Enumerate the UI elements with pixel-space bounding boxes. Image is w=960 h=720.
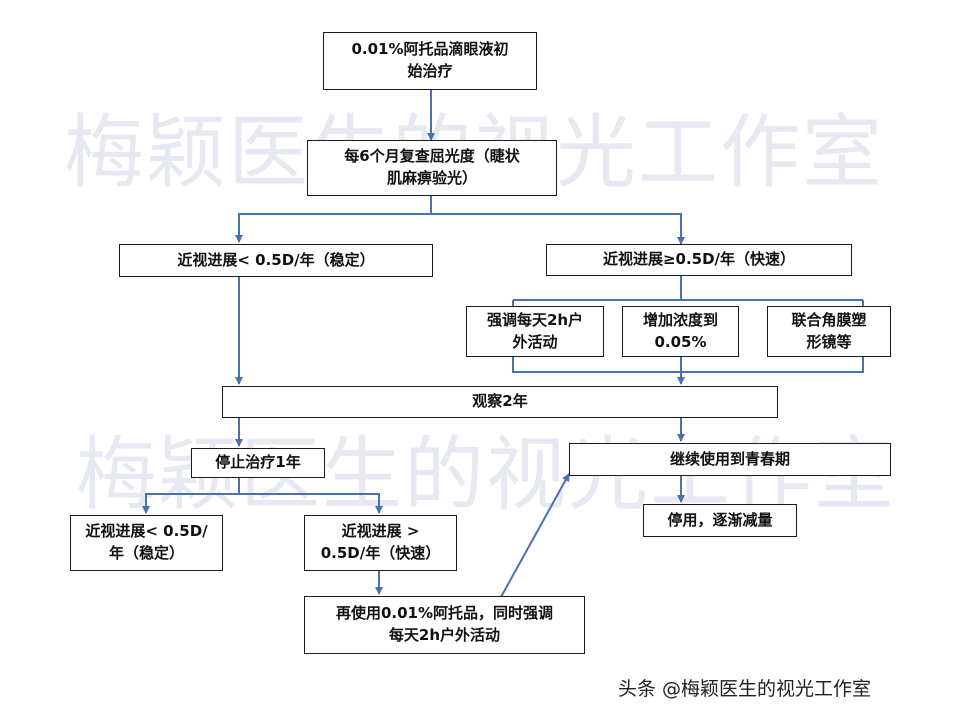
recheck-node: 每6个月复查屈光度（睫状 肌麻痹验光） <box>307 140 557 196</box>
edge-options-bottom <box>512 357 864 373</box>
stable-progression-node: 近视进展< 0.5D/年（稳定） <box>119 244 433 277</box>
edge-stop-split <box>142 478 240 514</box>
edge-stop-fast2 <box>239 493 383 514</box>
stable-progression-2-node: 近视进展< 0.5D/ 年（稳定） <box>70 515 223 571</box>
increase-concentration-node: 增加浓度到 0.05% <box>622 306 739 357</box>
fast-progression-2-node: 近视进展 > 0.5D/年（快速） <box>304 515 457 571</box>
reuse-atropine-node: 再使用0.01%阿托品，同时强调 每天2h户外活动 <box>304 596 585 654</box>
stop-treatment-node: 停止治疗1年 <box>191 448 325 478</box>
outdoor-activity-node: 强调每天2h户 外活动 <box>466 306 604 357</box>
edge-recheck-split <box>235 196 432 243</box>
observe-node: 观察2年 <box>222 386 778 418</box>
fast-progression-node: 近视进展≥0.5D/年（快速） <box>546 244 852 276</box>
orthokeratology-node: 联合角膜塑 形镜等 <box>767 306 891 357</box>
continue-until-puberty-node: 继续使用到青春期 <box>569 443 891 476</box>
edge-reuse-continue <box>500 473 570 598</box>
source-credit: 头条 @梅颖医生的视光工作室 <box>618 678 872 700</box>
edge-recheck-fast <box>431 213 685 245</box>
taper-off-node: 停用，逐渐减量 <box>643 504 797 537</box>
start-treatment-node: 0.01%阿托品滴眼液初 始治疗 <box>323 32 537 90</box>
